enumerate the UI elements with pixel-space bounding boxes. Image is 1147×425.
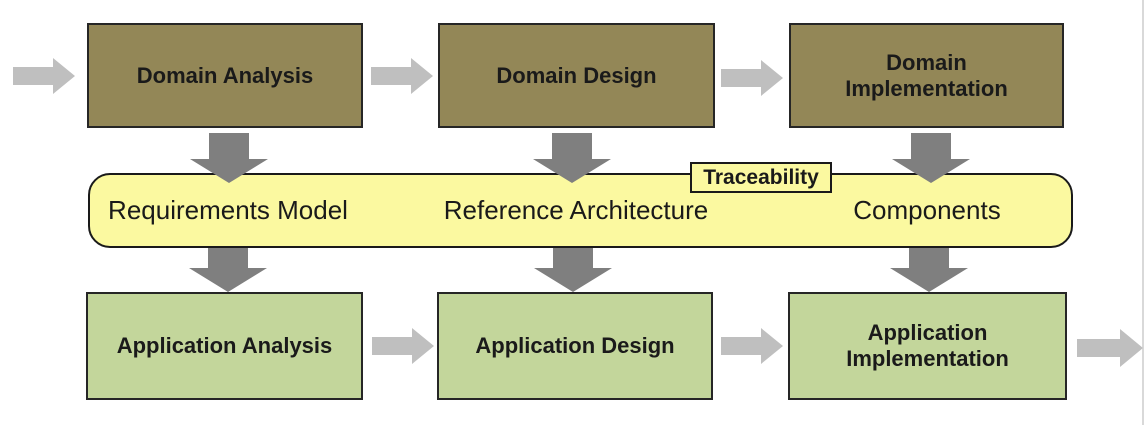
traceability-tag: Traceability	[690, 162, 832, 193]
requirements-model-label: Requirements Model	[108, 195, 348, 225]
artifact-band	[88, 173, 1073, 248]
domain-design-box: Domain Design	[438, 23, 715, 128]
down-arrow-app-analysis-icon	[189, 248, 267, 292]
application-design-box: Application Design	[437, 292, 713, 400]
flow-arrow-app-1-icon	[372, 328, 434, 364]
reference-architecture-label: Reference Architecture	[443, 195, 709, 225]
traceability-label: Traceability	[703, 165, 819, 189]
domain-analysis-label: Domain Analysis	[136, 62, 314, 88]
application-implementation-label: Application Implementation	[846, 320, 1009, 371]
down-arrow-app-implementation-icon	[890, 248, 968, 292]
flow-arrow-domain-2-icon	[721, 60, 783, 96]
domain-analysis-box: Domain Analysis	[87, 23, 363, 128]
flow-arrow-app-2-icon	[721, 328, 783, 364]
components-label: Components	[853, 195, 1001, 225]
page-edge-line	[1142, 0, 1144, 425]
flow-in-arrow-icon	[13, 58, 75, 94]
down-arrow-app-design-icon	[534, 248, 612, 292]
flow-out-arrow-icon	[1077, 329, 1143, 367]
flow-arrow-domain-1-icon	[371, 58, 433, 94]
domain-design-label: Domain Design	[496, 62, 657, 88]
application-design-label: Application Design	[475, 333, 675, 359]
domain-implementation-label: Domain Implementation	[845, 49, 1008, 101]
application-analysis-label: Application Analysis	[116, 333, 333, 359]
application-implementation-box: Application Implementation	[788, 292, 1067, 400]
application-analysis-box: Application Analysis	[86, 292, 363, 400]
domain-implementation-box: Domain Implementation	[789, 23, 1064, 128]
